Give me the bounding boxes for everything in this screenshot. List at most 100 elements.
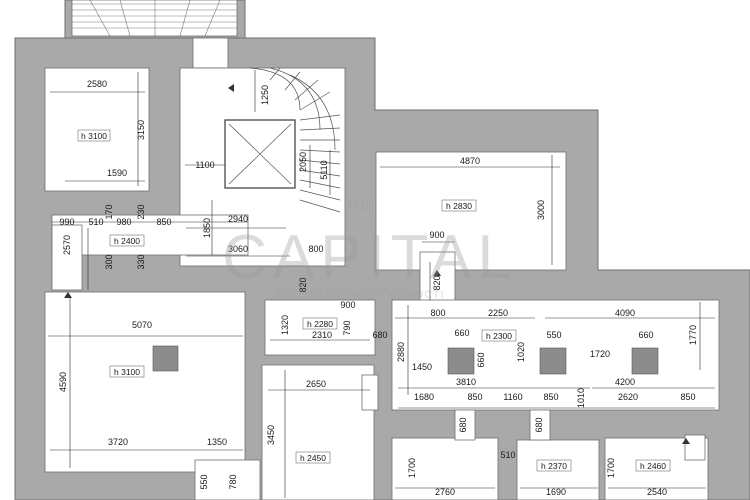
column-2 xyxy=(447,347,475,375)
dim-820b: 820 xyxy=(432,275,442,290)
dim-790: 790 xyxy=(342,320,352,335)
dim-550a: 550 xyxy=(546,330,561,340)
watermark-line2: CAPITAL xyxy=(222,223,518,292)
dim-2310: 2310 xyxy=(312,330,332,340)
rooms xyxy=(44,67,720,500)
door-stub-1 xyxy=(361,374,379,411)
dim-1100: 1100 xyxy=(195,160,214,170)
entrance-stair xyxy=(71,0,238,69)
dim-1010: 1010 xyxy=(576,388,586,408)
dim-800a: 800 xyxy=(308,244,323,254)
dim-2050: 2050 xyxy=(298,152,308,172)
column-4 xyxy=(631,347,659,375)
room-6-height: h 3100 xyxy=(114,367,140,377)
dim-170: 170 xyxy=(104,204,114,219)
room-7 xyxy=(261,364,375,500)
dim-510b: 510 xyxy=(500,450,515,460)
dim-1250: 1250 xyxy=(260,85,270,105)
dim-850b: 850 xyxy=(467,392,482,402)
dim-330: 330 xyxy=(136,254,146,269)
dim-2650: 2650 xyxy=(306,379,326,389)
dim-660c: 660 xyxy=(476,352,486,367)
watermark-line1: THE xyxy=(346,197,374,213)
dim-2570: 2570 xyxy=(62,235,72,255)
dim-900a: 900 xyxy=(429,230,444,240)
room-2-passage xyxy=(51,224,83,291)
dim-3060: 3060 xyxy=(228,244,248,254)
dim-1350: 1350 xyxy=(207,437,227,447)
dim-680b: 680 xyxy=(458,417,468,432)
dim-680c: 680 xyxy=(534,417,544,432)
dim-2250: 2250 xyxy=(488,308,508,318)
dim-2880: 2880 xyxy=(396,342,406,362)
dim-3720: 3720 xyxy=(108,437,128,447)
room-9-height: h 2460 xyxy=(640,461,666,471)
dim-5070: 5070 xyxy=(132,320,152,330)
room-1 xyxy=(44,67,150,192)
dim-5110: 5110 xyxy=(319,160,329,179)
dim-3450: 3450 xyxy=(266,425,276,445)
room-8-height: h 2370 xyxy=(541,461,567,471)
dim-510: 510 xyxy=(88,217,103,227)
dim-990: 990 xyxy=(59,217,74,227)
height-labels: h 3100 h 2400 h 2830 h 2280 h 2300 h 310… xyxy=(77,129,671,472)
room-6 xyxy=(44,291,246,473)
dim-3810: 3810 xyxy=(456,377,476,387)
watermark-line3: АГЕНТСТВО НЕРУХОМОСТІ xyxy=(275,289,444,301)
dimension-labels: 2580 3150 1590 990 510 170 980 230 850 2… xyxy=(58,79,698,497)
dim-1450: 1450 xyxy=(412,362,432,372)
room-8 xyxy=(516,439,600,500)
watermark: THE CAPITAL АГЕНТСТВО НЕРУХОМОСТІ xyxy=(222,197,518,301)
dim-230: 230 xyxy=(136,204,146,219)
dim-4590: 4590 xyxy=(58,372,68,392)
dim-1700a: 1700 xyxy=(407,458,417,478)
dim-980: 980 xyxy=(116,217,131,227)
column-1 xyxy=(152,345,179,372)
dim-800b: 800 xyxy=(430,308,445,318)
dim-850c: 850 xyxy=(543,392,558,402)
dim-850d: 850 xyxy=(680,392,695,402)
room-6-annex xyxy=(194,459,261,500)
dim-2540: 2540 xyxy=(647,487,667,497)
dim-2940: 2940 xyxy=(228,214,248,224)
dim-2760: 2760 xyxy=(435,487,455,497)
column-3 xyxy=(539,347,567,375)
dim-660a: 660 xyxy=(454,328,469,338)
dim-1770: 1770 xyxy=(688,325,698,345)
passage-680 xyxy=(454,409,476,441)
dim-1850: 1850 xyxy=(202,218,212,238)
dim-1690: 1690 xyxy=(546,487,566,497)
room-7-height: h 2450 xyxy=(300,453,326,463)
dimension-lines xyxy=(48,70,715,498)
dim-850a: 850 xyxy=(156,217,171,227)
dim-1320: 1320 xyxy=(280,315,290,335)
dim-1160: 1160 xyxy=(503,392,522,402)
dim-2580: 2580 xyxy=(87,79,107,89)
dim-1590: 1590 xyxy=(107,168,127,178)
dim-4200: 4200 xyxy=(615,377,635,387)
passage-680b xyxy=(529,409,551,441)
room-1-height: h 3100 xyxy=(81,131,107,141)
dim-4090: 4090 xyxy=(615,308,635,318)
dim-1680: 1680 xyxy=(414,392,434,402)
dim-550b: 550 xyxy=(199,474,209,489)
dim-1700b: 1700 xyxy=(606,458,616,478)
room-4-height: h 2280 xyxy=(307,319,333,329)
door-stub-2 xyxy=(684,434,706,461)
dim-1020: 1020 xyxy=(516,342,526,362)
room-4 xyxy=(264,299,376,356)
room-2-height: h 2400 xyxy=(114,236,140,246)
room-5-height: h 2300 xyxy=(486,331,512,341)
dim-780: 780 xyxy=(228,474,238,489)
room-3-height: h 2830 xyxy=(446,201,472,211)
stairwell xyxy=(224,67,341,213)
dim-660b: 660 xyxy=(638,330,653,340)
dim-4870: 4870 xyxy=(460,156,480,166)
dim-900b: 900 xyxy=(340,300,355,310)
columns xyxy=(152,345,659,375)
dim-680a: 680 xyxy=(372,330,387,340)
dim-820a: 820 xyxy=(298,277,308,292)
dim-1720: 1720 xyxy=(590,349,610,359)
room-8-left xyxy=(391,437,499,500)
